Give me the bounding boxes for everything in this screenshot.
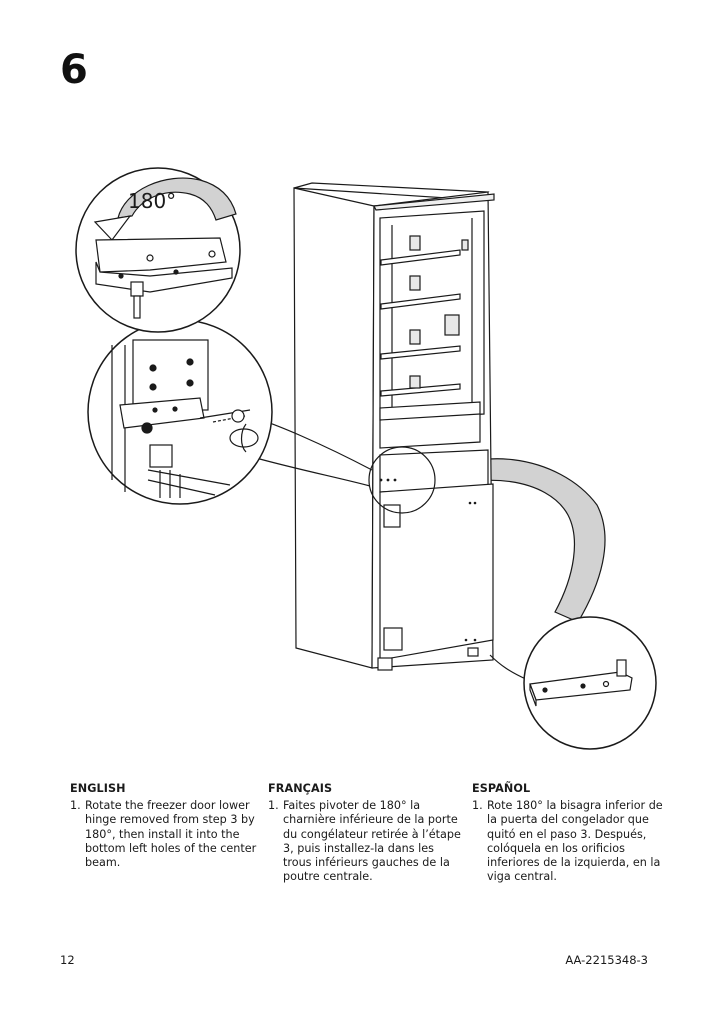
rotated-hinge — [95, 237, 233, 319]
language-heading: ESPAÑOL — [472, 782, 531, 795]
callout-pointer-lower — [255, 457, 371, 487]
document-code: AA-2215348-3 — [565, 953, 648, 967]
instructions-french: FRANÇAIS 1. Faites pivoter de 180° la ch… — [268, 782, 463, 884]
rotation-arrow-head — [93, 215, 132, 241]
instruction-list: 1. Rotate the freezer door lower hinge r… — [70, 799, 265, 870]
refrigerator — [293, 182, 495, 671]
instruction-item: 1. Rotate the freezer door lower hinge r… — [70, 799, 265, 870]
assembly-illustration: 180° — [75, 167, 657, 750]
instructions-spanish: ESPAÑOL 1. Rote 180° la bisagra inferior… — [472, 782, 667, 884]
instruction-text: Rote 180° la bisagra inferior de la puer… — [487, 799, 663, 884]
instruction-number: 1. — [472, 799, 483, 813]
center-beam-highlight-circle — [368, 446, 436, 514]
instruction-text: Faites pivoter de 180° la charnière infé… — [283, 799, 461, 884]
instruction-item: 1. Rote 180° la bisagra inferior de la p… — [472, 799, 667, 884]
bottom-hinge — [529, 659, 633, 707]
instruction-text: Rotate the freezer door lower hinge remo… — [85, 799, 257, 870]
instruction-number: 1. — [70, 799, 81, 813]
instructions-english: ENGLISH 1. Rotate the freezer door lower… — [70, 782, 265, 870]
rotation-arc-arrow — [117, 177, 237, 221]
instruction-item: 1. Faites pivoter de 180° la charnière i… — [268, 799, 463, 884]
hinge-detail-pointer — [489, 654, 529, 681]
step-number: 6 — [60, 47, 88, 93]
hinge-install-detail — [111, 339, 259, 498]
language-heading: FRANÇAIS — [268, 782, 333, 795]
instruction-list: 1. Faites pivoter de 180° la charnière i… — [268, 799, 463, 884]
instruction-number: 1. — [268, 799, 279, 813]
language-heading: ENGLISH — [70, 782, 126, 795]
rotation-label: 180° — [128, 189, 176, 213]
instruction-list: 1. Rote 180° la bisagra inferior de la p… — [472, 799, 667, 884]
freezer-screw-holes — [379, 478, 477, 642]
page-number: 12 — [60, 953, 75, 967]
